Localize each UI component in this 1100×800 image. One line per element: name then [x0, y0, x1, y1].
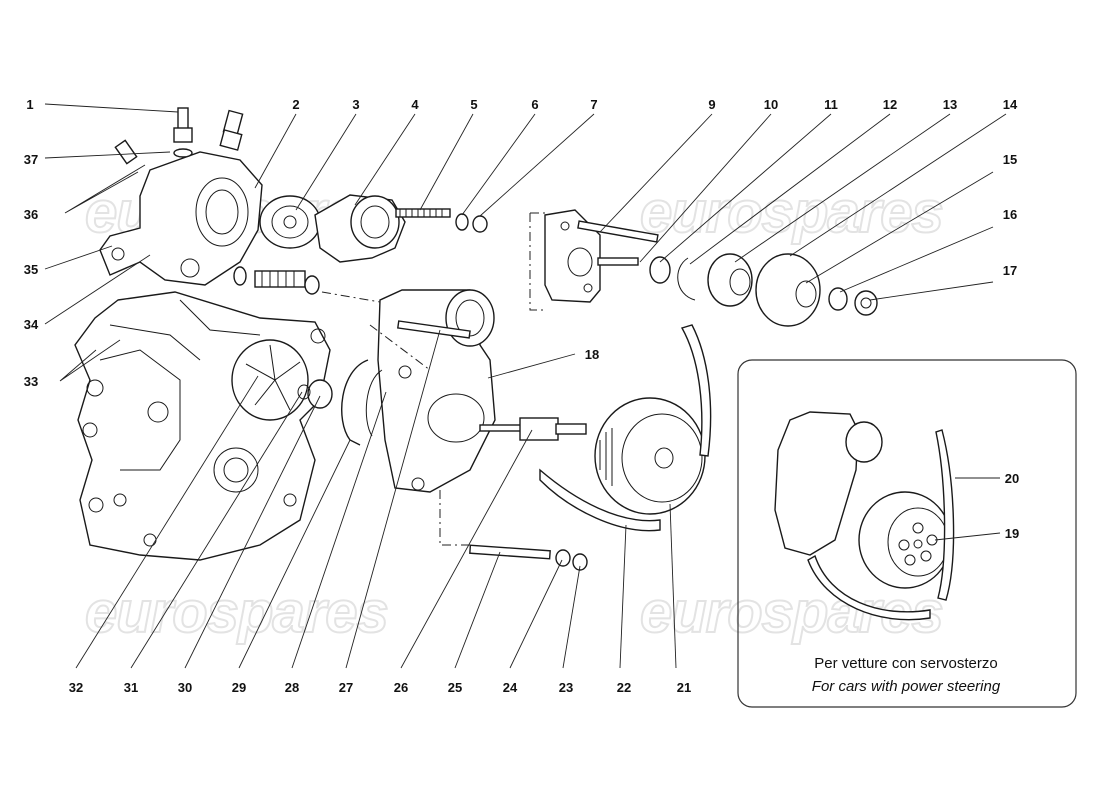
outlet-cover	[314, 194, 406, 263]
callout-15: 15	[1003, 152, 1017, 167]
callout-11: 11	[824, 97, 838, 112]
callout-10: 10	[764, 97, 778, 112]
callout-5: 5	[470, 97, 477, 112]
callout-7: 7	[590, 97, 597, 112]
callout-34: 34	[24, 317, 39, 332]
drive-belt	[539, 324, 712, 532]
inset-power-steering: Per vetture con servosterzo For cars wit…	[737, 359, 1077, 708]
tensioner-bracket	[544, 209, 659, 303]
callout-25: 25	[448, 680, 462, 695]
inset-frame	[737, 359, 1077, 708]
callout-14: 14	[1003, 97, 1018, 112]
inset-caption-italian: Per vetture con servosterzo	[814, 655, 997, 672]
callout-18: 18	[585, 347, 599, 362]
callout-35: 35	[24, 262, 38, 277]
idler-pulley-group	[649, 253, 878, 327]
callout-26: 26	[394, 680, 408, 695]
stud-washer-nut-upper	[395, 208, 488, 233]
callout-13: 13	[943, 97, 957, 112]
callout-6: 6	[531, 97, 538, 112]
callout-22: 22	[617, 680, 631, 695]
leader-lines	[44, 103, 1007, 669]
callout-12: 12	[883, 97, 897, 112]
pump-shaft	[479, 417, 587, 441]
callout-1: 1	[26, 97, 33, 112]
callout-21: 21	[677, 680, 691, 695]
callout-37: 37	[24, 152, 38, 167]
callout-28: 28	[285, 680, 299, 695]
callout-17: 17	[1003, 263, 1017, 278]
inset-pump-body	[774, 411, 859, 556]
timing-cover	[74, 291, 331, 561]
callout-20: 20	[1005, 471, 1019, 486]
callout-24: 24	[503, 680, 518, 695]
callout-36: 36	[24, 207, 38, 222]
water-pump-pulley	[594, 397, 706, 515]
stud-washer-nut-lower	[469, 544, 588, 571]
callout-4: 4	[411, 97, 419, 112]
callout-27: 27	[339, 680, 353, 695]
inset-caption-english: For cars with power steering	[812, 678, 1001, 695]
callout-29: 29	[232, 680, 246, 695]
callout-30: 30	[178, 680, 192, 695]
callout-23: 23	[559, 680, 573, 695]
callout-19: 19	[1005, 526, 1019, 541]
thermostat-housing	[99, 107, 263, 286]
callout-33: 33	[24, 374, 38, 389]
callout-3: 3	[352, 97, 359, 112]
bypass-pipe-orings	[233, 266, 320, 295]
callout-16: 16	[1003, 207, 1017, 222]
assembly-centerlines	[321, 212, 545, 546]
thermostat	[259, 195, 321, 249]
callout-9: 9	[708, 97, 715, 112]
callout-32: 32	[69, 680, 83, 695]
pump-gasket	[341, 359, 383, 446]
inset-belt	[935, 429, 955, 601]
callout-31: 31	[124, 680, 138, 695]
water-pump-body	[377, 289, 496, 493]
callout-labels: 1 2 3 4 5 6 7 9 10 11 12 13 14 37 36 35 …	[24, 97, 1019, 695]
callout-2: 2	[292, 97, 299, 112]
watermark-text: eurospares	[640, 180, 943, 245]
watermark-text: eurospares	[85, 580, 388, 645]
impeller	[231, 339, 333, 421]
